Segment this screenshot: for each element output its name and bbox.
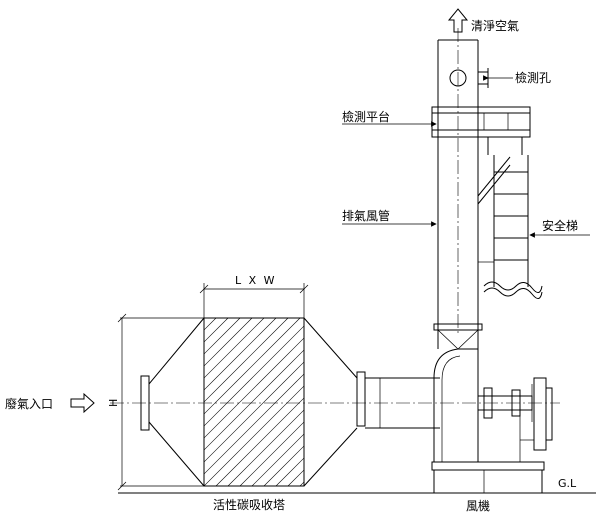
hatch-line [299,481,304,486]
hatch-line [204,318,229,343]
hatch-line [204,318,265,379]
hatch-line [204,318,289,403]
hatch-line [239,421,304,486]
exhaust-stack [433,28,483,335]
carbon-tower-label: 活性碳吸收塔 [213,498,285,512]
hatch-line [204,373,304,475]
hatch-line [251,433,304,486]
inspection-platform [431,106,531,155]
safety-ladder [477,155,543,299]
hatch-line [204,318,241,355]
waste-gas-inlet-label: 廢氣入口 [5,396,53,411]
inlet-arrow-icon [70,392,95,414]
hatch-line [468,318,603,486]
dimension-lxw-label: L X W [235,274,277,287]
fan-label: 風機 [466,498,490,513]
hatch-line [336,318,504,486]
hatch-line [204,337,304,439]
hatch-line [204,318,253,367]
outlet-flange [356,371,366,427]
dimension-lxw: L X W [199,274,309,318]
hatch-line [396,318,564,486]
hatch-line [360,318,528,486]
hatch-line [312,318,480,486]
hatch-line [204,318,277,391]
hatch-line [227,409,304,486]
hatch-line [204,385,304,486]
hatch-line [204,361,304,463]
carbon-tower [148,317,603,487]
safety-ladder-label: 安全梯 [542,218,578,233]
hatch-line [204,318,217,331]
dimension-h: H [107,313,204,491]
hatch-line [263,445,304,486]
hatch-line [275,457,304,486]
hatch-line [215,397,304,486]
hatch-line [287,469,304,486]
clean-air-label: 清淨空氣 [471,19,519,33]
inspection-hole [449,69,467,87]
hatch-line [420,318,588,486]
hatch-line [204,325,304,427]
hatch-line [348,318,516,486]
fan [431,329,553,493]
inspection-platform-label: 檢測平台 [342,109,390,124]
ground-level-label: G.L [558,477,577,490]
hatch-line [444,318,603,486]
inspection-hole-label: 檢測孔 [515,70,551,85]
hatch-line [204,318,205,319]
carbon-bed-hatching [204,318,603,486]
hatch-line [324,318,492,486]
clean-air-arrow-icon [447,8,469,33]
hatch-line [372,318,540,486]
hatch-line [384,318,552,486]
dimension-h-label: H [107,399,120,407]
hatch-line [204,318,301,415]
hatch-line [432,318,600,486]
exhaust-duct-label: 排氣風管 [342,208,390,223]
hatch-line [204,349,304,451]
